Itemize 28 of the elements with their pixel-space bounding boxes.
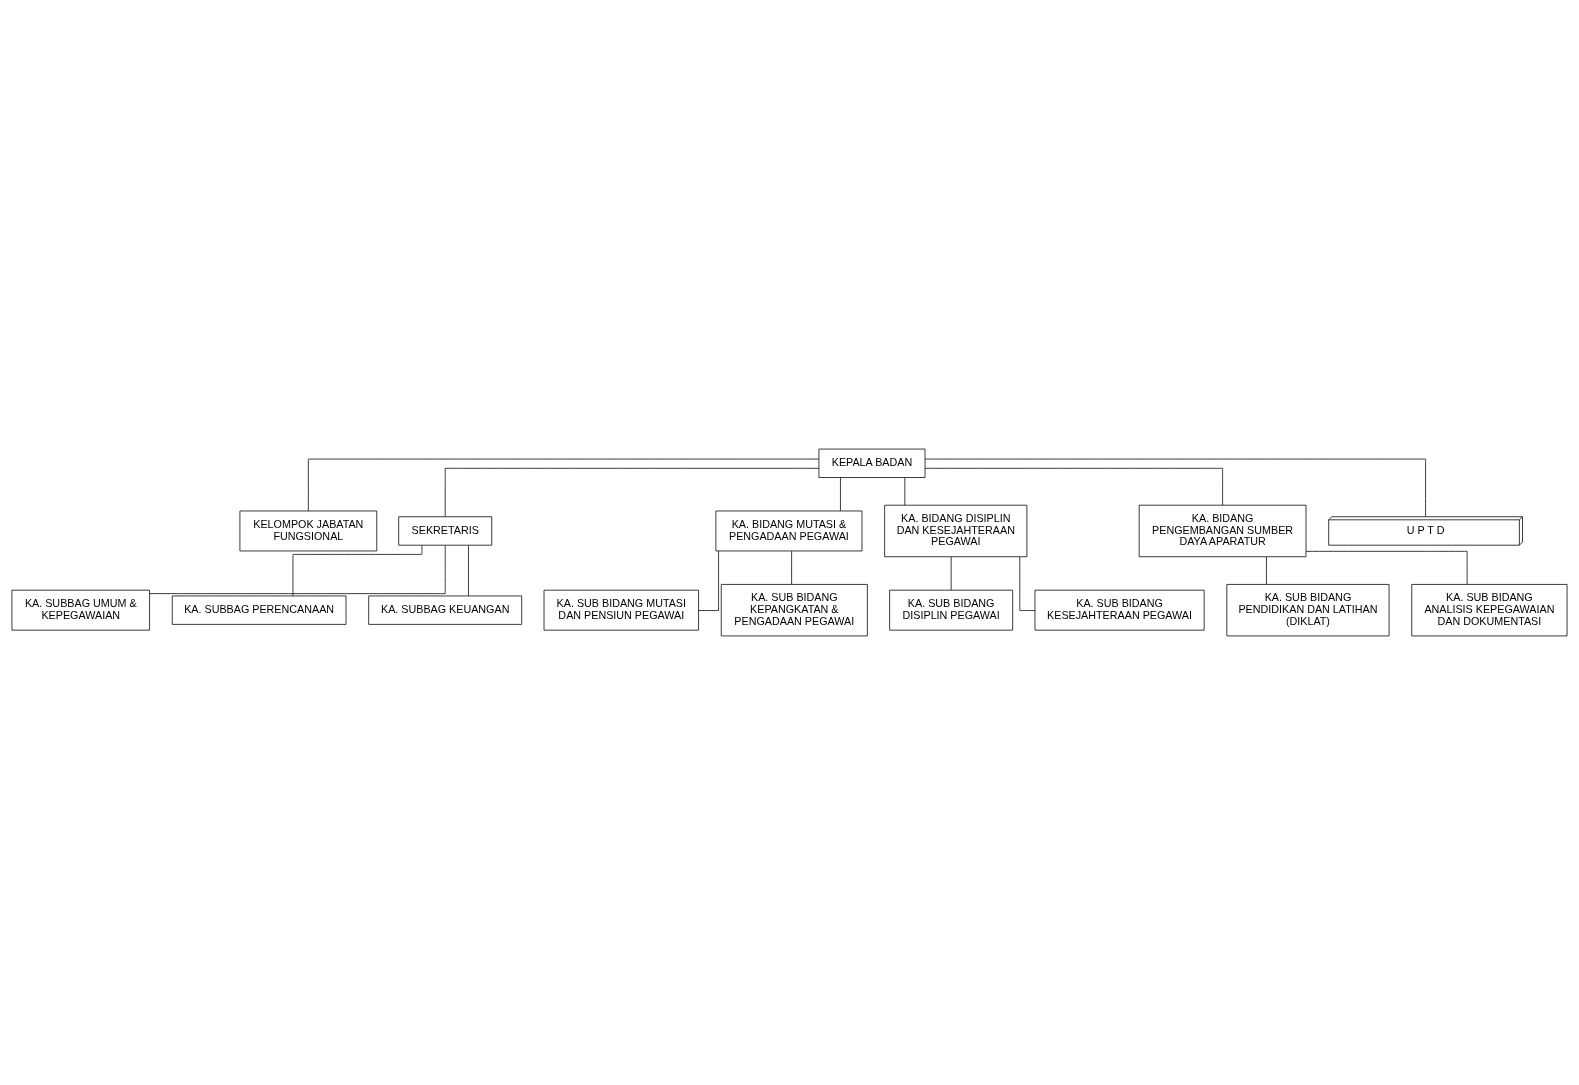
node-box: KEPALA BADAN — [818, 448, 926, 478]
connector — [924, 467, 1223, 506]
node-box: SEKRETARIS — [398, 516, 493, 546]
connector — [698, 550, 719, 611]
connector — [444, 467, 820, 517]
node-box: KA. BIDANG DISIPLIN DAN KESEJAHTERAAN PEGAWAI — [884, 504, 1028, 558]
connector — [1305, 550, 1468, 585]
connector — [292, 545, 423, 597]
node-box: KA. SUB BIDANG DISIPLIN PEGAWAI — [889, 589, 1014, 631]
connector — [791, 550, 792, 585]
node-box: KA. BIDANG MUTASI & PENGADAAN PEGAWAI — [715, 510, 863, 552]
node-box: KA. SUB BIDANG KEPANGKATAN & PENGADAAN PEGAWAI — [720, 584, 868, 637]
node-box: KA. SUBBAG KEUANGAN — [368, 595, 523, 625]
connector — [904, 477, 906, 506]
node-box: KA. BIDANG PENGEMBANGAN SUMBER DAYA APARATUR — [1138, 504, 1307, 558]
connector — [840, 477, 841, 512]
node-box: KA. SUB BIDANG PENDIDIKAN DAN LATIHAN (DIKLAT) — [1226, 584, 1390, 637]
connector — [924, 458, 1426, 517]
node-box: KELOMPOK JABATAN FUNGSIONAL — [239, 510, 378, 552]
connector — [307, 458, 820, 512]
connector — [1266, 556, 1267, 585]
node-box: KA. SUB BIDANG MUTASI DAN PENSIUN PEGAWAI — [543, 589, 699, 631]
node-box: KA. SUBBAG PERENCANAAN — [171, 595, 347, 625]
node-box: KA. SUB BIDANG KESEJAHTERAAN PEGAWAI — [1034, 589, 1205, 631]
connector — [149, 545, 446, 594]
node-box: KA. SUBBAG UMUM & KEPEGAWAIAN — [11, 589, 150, 631]
connector — [468, 545, 469, 597]
node-box: KA. SUB BIDANG ANALISIS KEPEGAWAIAN DAN DOKUMENTASI — [1411, 584, 1568, 637]
